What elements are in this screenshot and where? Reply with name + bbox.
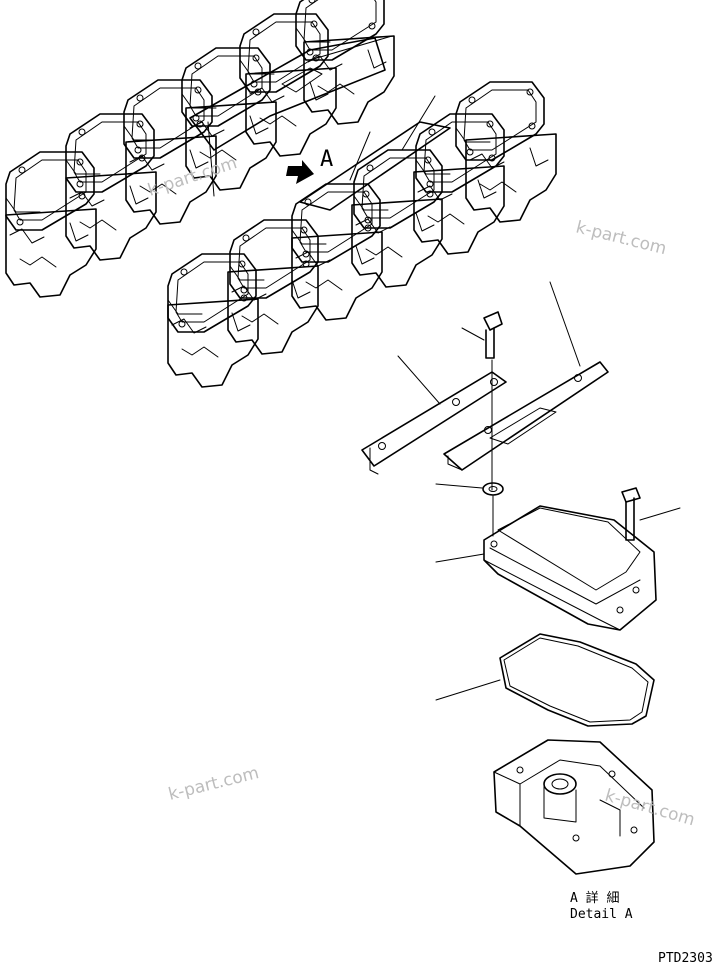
flange-bolt xyxy=(461,311,503,491)
washer xyxy=(435,482,504,537)
view-arrow-icon xyxy=(286,160,314,184)
watermark-3: k-part.com xyxy=(166,763,261,805)
detail-caption-jp: A 詳 細 xyxy=(570,890,619,906)
detail-caption-en: Detail A xyxy=(570,907,633,922)
detail-a-housing xyxy=(493,739,655,875)
view-marker-label: A xyxy=(320,147,333,172)
cover-gasket xyxy=(435,633,655,727)
engine-leader-lines xyxy=(207,35,436,197)
watermark-4: k-part.com xyxy=(603,786,697,831)
watermark-2: k-part.com xyxy=(574,217,669,259)
engine-rear-bank xyxy=(5,0,395,298)
flange-bolt-right xyxy=(621,487,681,541)
watermark-1: k-part.com xyxy=(145,153,239,201)
engine-front-bank xyxy=(167,81,557,388)
cover-gasket-plates xyxy=(361,281,609,475)
drawing-number: PTD2303 xyxy=(658,951,713,964)
cylinder-head-cover xyxy=(435,505,657,631)
